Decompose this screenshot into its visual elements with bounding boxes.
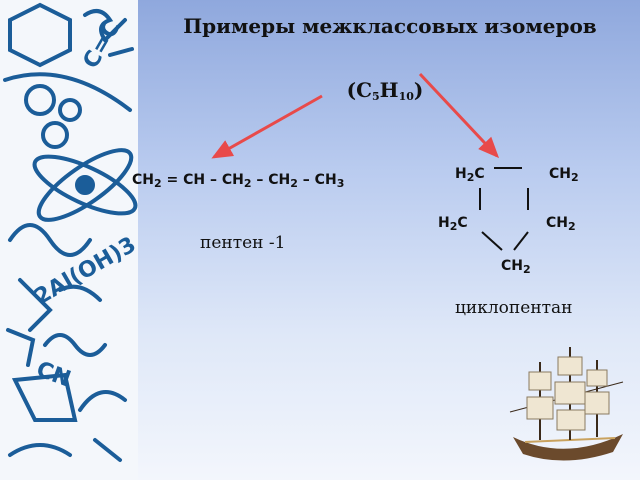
cyclopentane-atom-top-left: H2C: [455, 166, 485, 184]
subscript: 2: [154, 177, 162, 190]
arrow-to-cyclopentane: [418, 72, 500, 159]
molecular-formula: (C5H10): [346, 78, 424, 103]
pentene-name: пентен -1: [200, 233, 286, 253]
formula-segment: – CH: [297, 172, 337, 188]
formula-segment: – CH: [251, 172, 291, 188]
chemistry-doodle-sidebar: C=C 2Al(OH)3 CN: [0, 0, 138, 480]
slide-title: Примеры межклассовых изомеров: [183, 14, 597, 38]
cyclopentane-atom-bottom: CH2: [501, 258, 531, 276]
formula-segment: CH: [132, 172, 154, 188]
cyclopentane-atom-mid-right: CH2: [546, 215, 576, 233]
cyclopentane-atom-top-right: CH2: [549, 166, 579, 184]
cyclopentane-atom-mid-left: H2C: [438, 215, 468, 233]
doodle-illustration: C=C 2Al(OH)3 CN: [3, 2, 138, 462]
cyclopentane-name: циклопентан: [455, 298, 573, 318]
subscript: 2: [290, 177, 298, 190]
cyclopentane-bonds: [479, 167, 529, 251]
formula-segment: = CH – CH: [161, 172, 244, 188]
pentene-formula: CH2 = CH – CH2 – CH2 – CH3: [132, 172, 344, 190]
subscript: 3: [336, 177, 345, 190]
arrow-to-pentene: [211, 94, 323, 159]
sailing-ship-illustration: [509, 347, 624, 461]
subscript: 2: [243, 177, 252, 190]
